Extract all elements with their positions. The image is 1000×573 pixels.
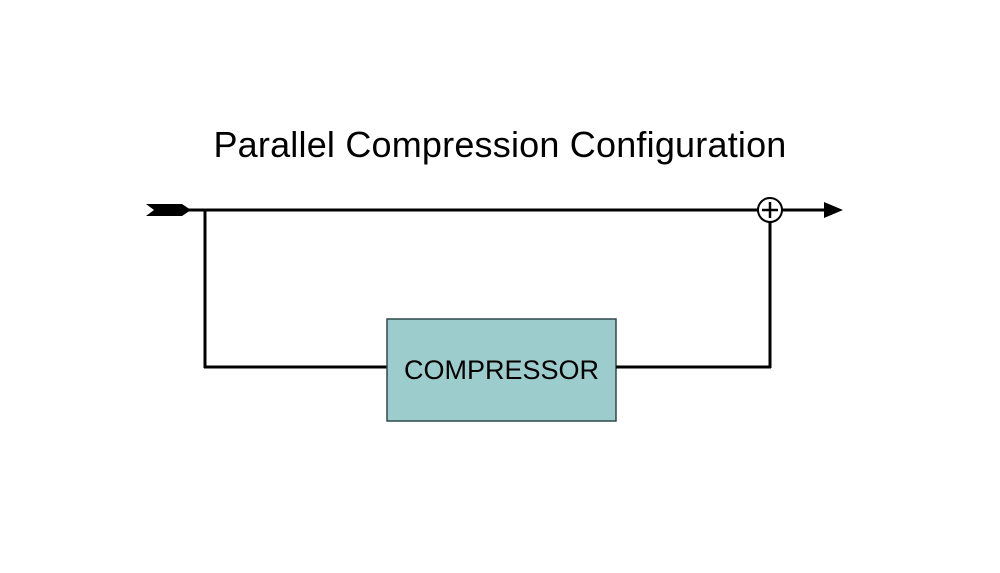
summing-junction-icon [757, 197, 783, 223]
diagram-title: Parallel Compression Configuration [213, 124, 787, 165]
output-arrow-icon [824, 202, 843, 218]
compressor-block [386, 318, 617, 422]
input-arrow-icon [146, 204, 191, 216]
